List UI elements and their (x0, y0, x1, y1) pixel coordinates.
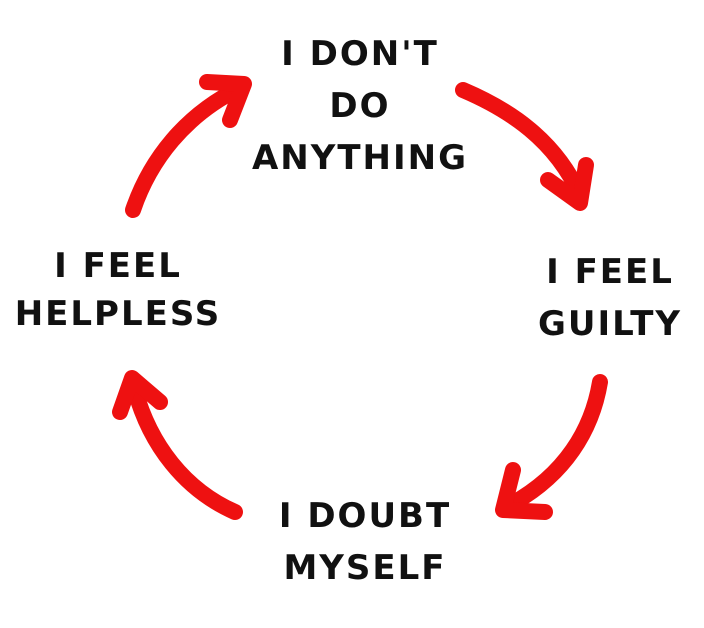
node-text-line: DO (329, 86, 391, 126)
curved-arrow-icon (455, 82, 588, 203)
curved-arrow-icon (502, 374, 608, 513)
node-text-line: I FEEL (54, 246, 182, 286)
cycle-node-doubt-myself: I DOUBT MYSELF (250, 490, 480, 594)
arrowhead-icon (199, 74, 252, 128)
curved-arrow-icon (127, 382, 243, 520)
node-text-line: I FEEL (546, 252, 674, 292)
arrowhead-icon (112, 370, 168, 420)
arrow-top-to-right (455, 82, 594, 211)
arrow-bottom-to-left (112, 370, 243, 520)
cycle-node-feel-helpless: I FEEL HELPLESS (8, 242, 228, 338)
node-text-line: I DON'T (281, 34, 439, 74)
cycle-node-dont-do-anything: I DON'T DO ANYTHING (245, 28, 475, 184)
node-text-line: MYSELF (283, 548, 447, 588)
arrow-right-to-bottom (495, 374, 608, 520)
node-text-line: GUILTY (537, 304, 682, 344)
curved-arrow-icon (125, 80, 248, 218)
cycle-node-feel-guilty: I FEEL GUILTY (520, 246, 700, 350)
node-text-line: ANYTHING (251, 138, 469, 178)
arrow-left-to-top (125, 74, 252, 218)
arrowhead-icon (540, 157, 594, 211)
node-text-line: HELPLESS (14, 294, 222, 334)
node-text-line: I DOUBT (278, 496, 452, 536)
arrowhead-icon (495, 462, 553, 520)
